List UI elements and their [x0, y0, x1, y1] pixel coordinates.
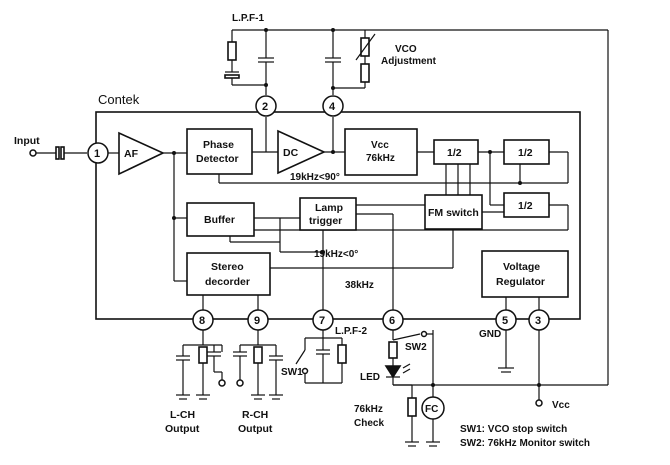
gnd-network [498, 330, 514, 373]
fc-network [393, 384, 445, 447]
svg-text:7: 7 [319, 315, 325, 327]
rch-label-1: R-CH [242, 409, 268, 421]
lch-output-network [176, 330, 226, 400]
vco-adjustment-label-2: Adjustment [381, 56, 437, 67]
svg-text:5: 5 [502, 315, 508, 327]
lpf2-label: L.P.F-2 [335, 326, 367, 337]
voltage-regulator-label-1: Voltage [503, 261, 540, 273]
lpf1-label: L.P.F-1 [232, 13, 264, 24]
divider-3 [503, 192, 550, 218]
pin-1: 1 [87, 142, 109, 164]
pin-6: 6 [382, 309, 404, 331]
phase-detector-label-2: Detector [196, 153, 239, 165]
divider-2 [503, 139, 550, 165]
dc-amplifier [277, 129, 326, 175]
pin-9: 9 [247, 309, 269, 331]
lch-label-1: L-CH [170, 409, 195, 421]
pin-4: 4 [322, 95, 344, 117]
led-network [384, 330, 435, 387]
lamp-trigger-block [299, 197, 357, 231]
fm-switch-label: FM switch [428, 207, 479, 219]
divider-1-label: 1/2 [447, 147, 462, 159]
rch-label-2: Output [238, 423, 273, 435]
pin-2: 2 [255, 95, 277, 117]
buffer-block [186, 202, 255, 237]
legend-sw1: SW1: VCO stop switch [460, 424, 567, 435]
legend-sw2: SW2: 76kHz Monitor switch [460, 438, 590, 449]
phase90-label: 19kHz<90° [290, 172, 340, 183]
voltage-regulator-label-2: Regulator [496, 276, 545, 288]
svg-text:1: 1 [94, 148, 100, 160]
svg-text:4: 4 [329, 101, 336, 113]
svg-text:6: 6 [389, 315, 395, 327]
lamp-trigger-label-1: Lamp [315, 202, 343, 214]
input-network [29, 146, 87, 160]
vco-label-1: Vcc [371, 140, 389, 151]
lpf2-network [295, 330, 347, 384]
voltage-regulator-block [481, 250, 569, 298]
stereo-decoder-block [186, 252, 271, 296]
lpf1-network [224, 28, 376, 95]
fm-switch-block [424, 194, 483, 230]
f38-label: 38kHz [345, 280, 374, 291]
rch-output-network [233, 330, 283, 400]
gnd-label: GND [479, 329, 501, 340]
lch-label-2: Output [165, 423, 200, 435]
pin-3: 3 [528, 309, 550, 331]
svg-text:3: 3 [535, 315, 541, 327]
sw2-label: SW2 [405, 342, 427, 353]
phase-detector [186, 128, 253, 175]
check-label-1: 76kHz [354, 404, 383, 415]
buffer-label: Buffer [204, 214, 235, 226]
vcc-label: Vcc [552, 400, 570, 411]
check-label-2: Check [354, 418, 384, 429]
stereo-decoder-label-1: Stereo [211, 261, 244, 273]
divider-2-label: 1/2 [518, 147, 533, 159]
divider-3-label: 1/2 [518, 200, 533, 212]
pin-5: 5 [495, 309, 517, 331]
phase-detector-label-1: Phase [203, 139, 234, 151]
af-label: AF [124, 148, 139, 160]
led-label: LED [360, 372, 380, 383]
stereo-decoder-label-2: decorder [205, 276, 250, 288]
lamp-trigger-label-2: trigger [309, 215, 342, 227]
svg-text:9: 9 [254, 315, 260, 327]
vcc-wire [365, 29, 609, 407]
phase0-label: 19kHz<0° [314, 249, 358, 260]
vco-adjustment-label-1: VCO [395, 44, 417, 55]
svg-text:8: 8 [199, 315, 205, 327]
vco-label-2: 76kHz [366, 153, 395, 164]
pin-7: 7 [312, 309, 334, 331]
fc-label: FC [425, 404, 438, 415]
vco-block [344, 128, 418, 176]
brand-label: Contek [98, 92, 140, 107]
svg-text:2: 2 [262, 101, 268, 113]
pin-8: 8 [192, 309, 214, 331]
dc-label: DC [283, 147, 299, 159]
input-label: Input [14, 135, 40, 147]
sw1-label: SW1 [281, 367, 303, 378]
